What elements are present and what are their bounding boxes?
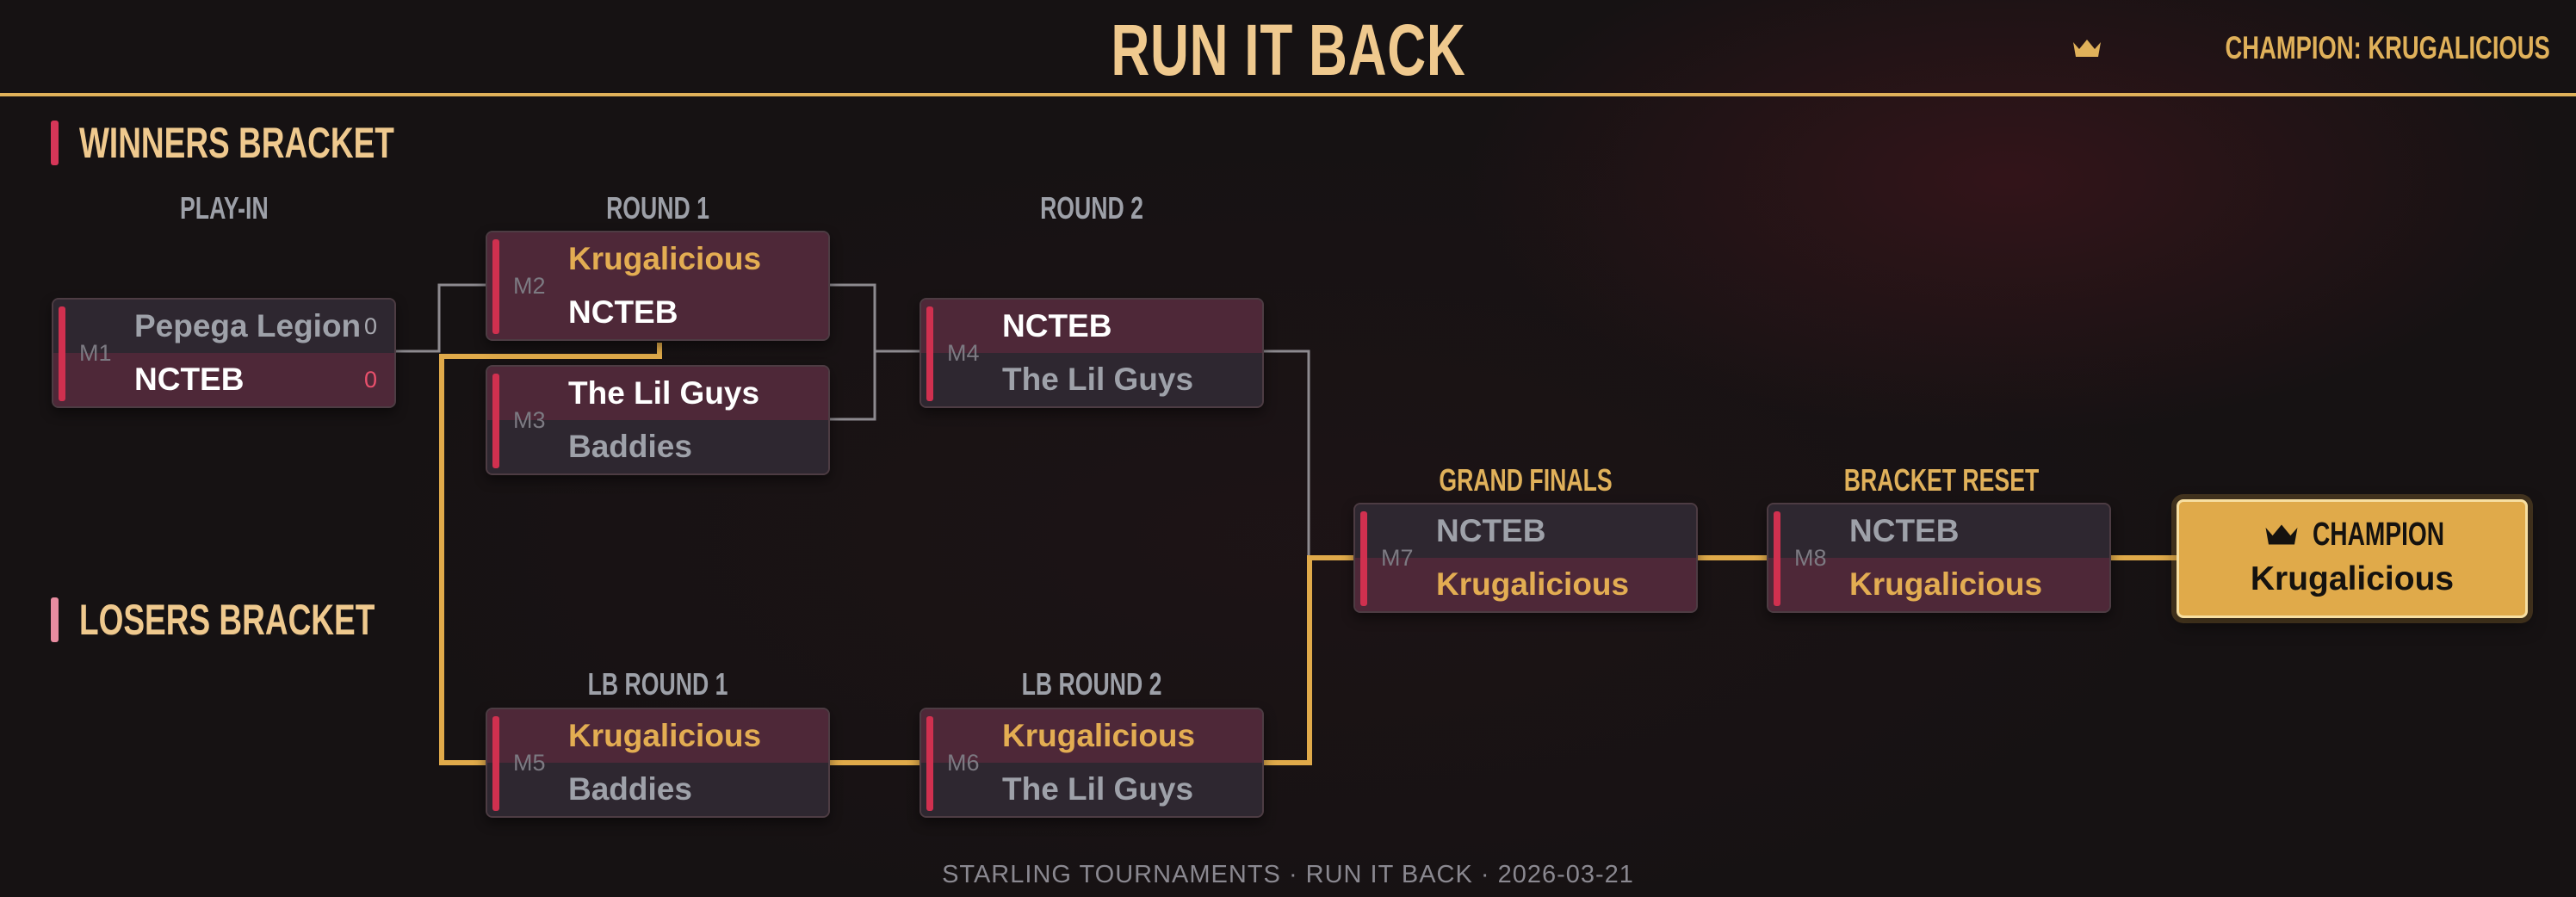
winners-bracket-title: WINNERS BRACKET (50, 119, 479, 167)
match-team-row[interactable]: NCTEB (921, 300, 1262, 353)
match-team-row[interactable]: Krugalicious (487, 709, 828, 763)
match-accent-bar (492, 239, 499, 334)
connector-m3-m4 (828, 350, 921, 421)
team-name: NCTEB (1436, 513, 1546, 548)
match-m3[interactable]: M3 The Lil Guys Baddies (486, 365, 830, 475)
round-label-round1: ROUND 1 (606, 190, 709, 226)
team-name: The Lil Guys (568, 375, 760, 411)
match-team-row[interactable]: Pepega Legion 0 (53, 300, 394, 353)
match-team-row[interactable]: Baddies (487, 763, 828, 816)
match-team-row[interactable]: Krugalicious (1355, 558, 1696, 611)
match-id: M7 (1381, 545, 1414, 571)
champion-banner: CHAMPION: KRUGALICIOUS (2071, 29, 2550, 67)
team-score: 0 (363, 367, 377, 393)
match-team-row[interactable]: Baddies (487, 420, 828, 473)
match-accent-bar (1774, 511, 1780, 606)
losers-bracket-title: LOSERS BRACKET (51, 596, 453, 644)
match-team-row[interactable]: The Lil Guys (921, 763, 1262, 816)
match-team-row[interactable]: The Lil Guys (921, 353, 1262, 406)
match-accent-bar (492, 374, 499, 468)
match-m8[interactable]: M8 NCTEB Krugalicious (1767, 503, 2111, 613)
team-name: Baddies (568, 429, 692, 464)
champion-banner-text: CHAMPION: KRUGALICIOUS (2225, 30, 2550, 65)
team-name: Krugalicious (568, 718, 762, 753)
match-id: M3 (513, 407, 546, 433)
match-accent-bar (59, 306, 65, 401)
match-id: M1 (79, 340, 112, 366)
team-name: Krugalicious (1436, 566, 1630, 602)
match-team-row[interactable]: Krugalicious (1768, 558, 2109, 611)
team-name: NCTEB (134, 362, 245, 397)
match-team-row[interactable]: NCTEB 0 (53, 353, 394, 406)
connector-m2-loser-drop (439, 343, 662, 765)
team-name: Krugalicious (1002, 718, 1196, 753)
team-name: Krugalicious (1849, 566, 2043, 602)
round-label-round2: ROUND 2 (1040, 190, 1143, 226)
match-id: M5 (513, 750, 546, 776)
crown-icon (2073, 40, 2102, 57)
round-label-bracket-reset: BRACKET RESET (1843, 462, 2040, 498)
match-accent-bar (492, 716, 499, 811)
match-accent-bar (926, 306, 933, 401)
champion-label-text: CHAMPION (2313, 516, 2445, 553)
team-name: Pepega Legion (134, 308, 362, 343)
match-id: M6 (947, 750, 980, 776)
match-m4[interactable]: M4 NCTEB The Lil Guys (920, 298, 1264, 408)
round-label-lb-round2: LB ROUND 2 (1021, 666, 1162, 702)
match-accent-bar (1360, 511, 1367, 606)
match-accent-bar (926, 716, 933, 811)
champion-label: CHAMPION (2179, 514, 2525, 555)
team-name: The Lil Guys (1002, 362, 1194, 397)
match-team-row[interactable]: NCTEB (1768, 504, 2109, 558)
match-id: M2 (513, 273, 546, 299)
match-team-row[interactable]: Krugalicious (487, 232, 828, 286)
round-label-lb-round1: LB ROUND 1 (587, 666, 728, 702)
match-team-row[interactable]: NCTEB (1355, 504, 1696, 558)
connector-m2-m4 (828, 283, 876, 351)
team-score: 0 (363, 313, 377, 339)
page-title: RUN IT BACK (1110, 9, 1466, 90)
match-team-row[interactable]: The Lil Guys (487, 367, 828, 420)
champion-card[interactable]: CHAMPION Krugalicious (2177, 499, 2528, 618)
connector-m4-m7 (1264, 350, 1310, 558)
match-team-row[interactable]: NCTEB (487, 286, 828, 339)
team-name: Krugalicious (568, 241, 762, 276)
round-label-play-in: PLAY-IN (179, 190, 269, 226)
team-name: NCTEB (1002, 308, 1112, 343)
crown-icon (2265, 524, 2298, 545)
match-m1[interactable]: M1 Pepega Legion 0 NCTEB 0 (52, 298, 396, 408)
footer: STARLING TOURNAMENTS · RUN IT BACK · 202… (942, 861, 1634, 888)
match-m6[interactable]: M6 Krugalicious The Lil Guys (920, 708, 1264, 818)
team-name: NCTEB (1849, 513, 1960, 548)
header: RUN IT BACK CHAMPION: KRUGALICIOUS (0, 0, 2576, 96)
team-name: Baddies (568, 771, 692, 807)
match-team-row[interactable]: Krugalicious (921, 709, 1262, 763)
connector-m6-m7 (1264, 555, 1357, 765)
team-name: NCTEB (568, 294, 678, 330)
match-m7[interactable]: M7 NCTEB Krugalicious (1353, 503, 1698, 613)
match-id: M4 (947, 340, 980, 366)
match-m2[interactable]: M2 Krugalicious NCTEB (486, 231, 830, 341)
match-id: M8 (1794, 545, 1827, 571)
match-m5[interactable]: M5 Krugalicious Baddies (486, 708, 830, 818)
connector-m1-m2 (394, 283, 487, 353)
round-label-grand-finals: GRAND FINALS (1439, 462, 1613, 498)
champion-name: Krugalicious (2250, 560, 2455, 597)
team-name: The Lil Guys (1002, 771, 1194, 807)
